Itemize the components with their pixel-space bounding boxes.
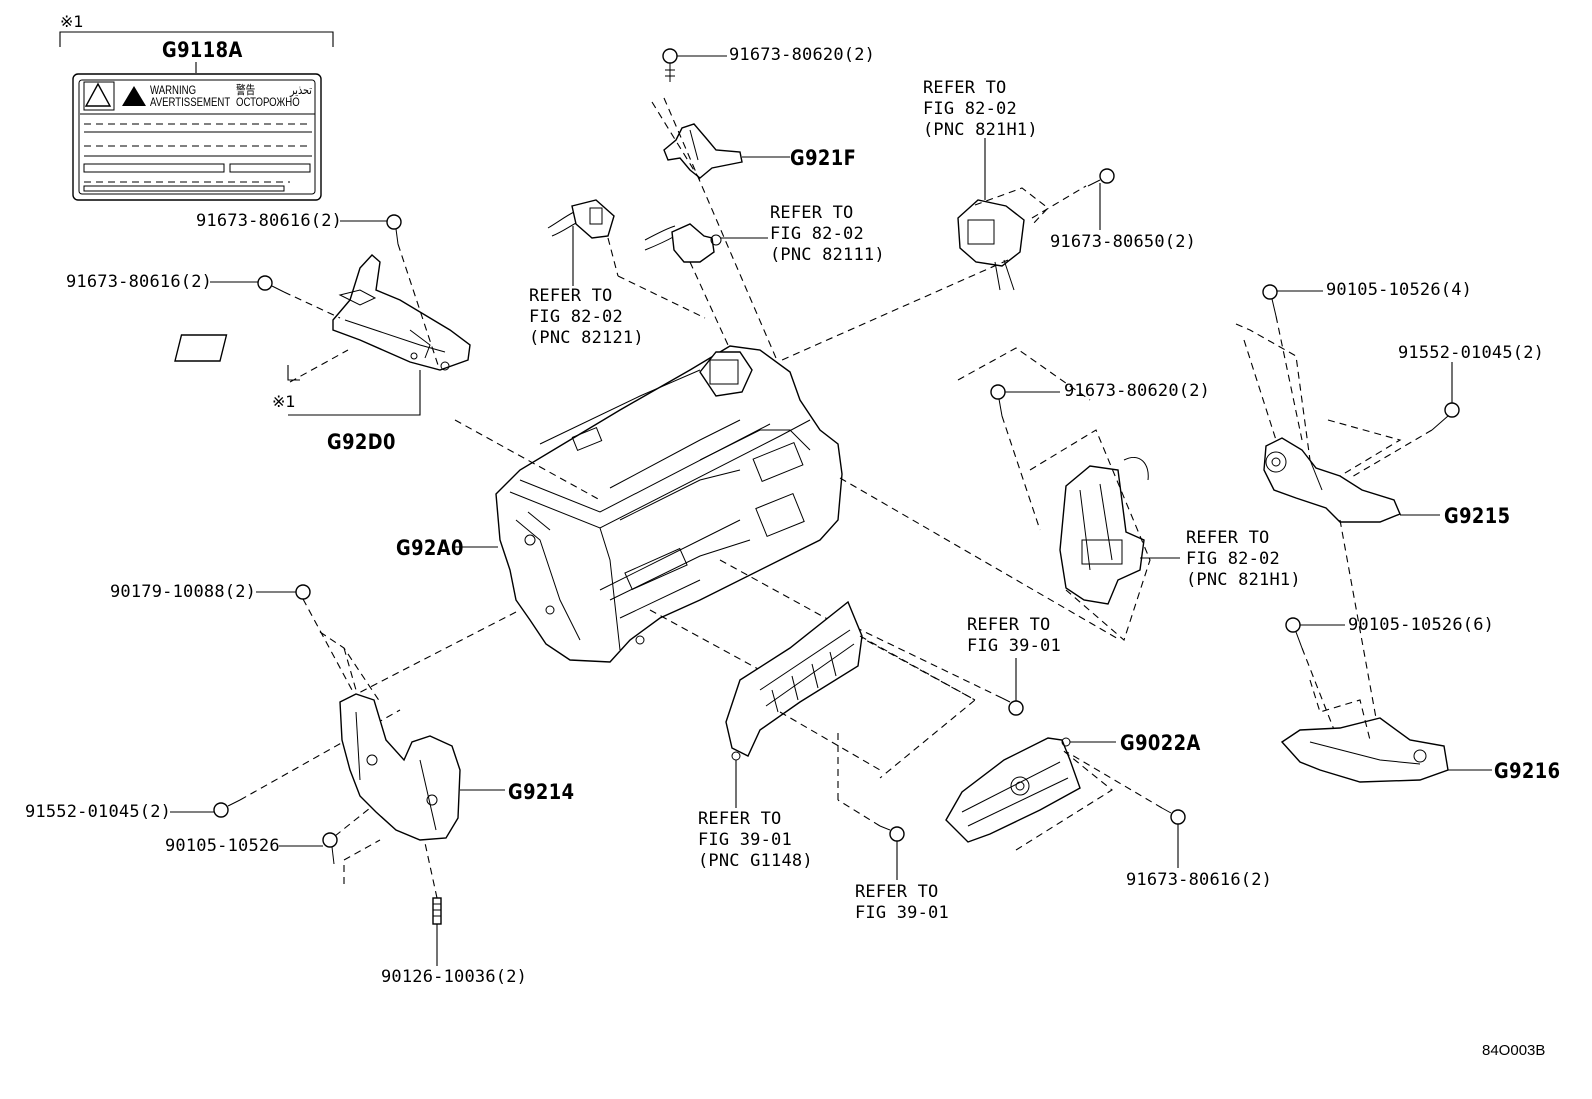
sensor-82121[interactable] xyxy=(547,199,706,319)
part-code-g9214[interactable]: G9214 xyxy=(508,780,575,804)
note-mark-g92d0: ※1 xyxy=(272,392,296,411)
bolt-90179-10088[interactable] xyxy=(256,584,353,691)
fastener-90105-10526-4[interactable]: 90105-10526(4) xyxy=(1326,280,1473,300)
fastener-90179-10088[interactable]: 90179-10088(2) xyxy=(110,582,257,602)
part-code-g92d0[interactable]: G92D0 xyxy=(327,430,396,454)
part-code-g9216[interactable]: G9216 xyxy=(1494,759,1561,783)
fastener-90126-10036[interactable]: 90126-10036(2) xyxy=(381,967,528,987)
part-code-g9215[interactable]: G9215 xyxy=(1444,504,1511,528)
refer-fig-82-02-82121[interactable]: REFER TO FIG 82-02 (PNC 82121) xyxy=(529,286,644,348)
warning-text-ja: 警告 xyxy=(236,83,256,97)
fastener-91673-80616-bottom[interactable]: 91673-80616(2) xyxy=(1126,870,1273,890)
fastener-91673-80616-b[interactable]: 91673-80616(2) xyxy=(66,272,213,292)
bolt-90105-10526-4[interactable] xyxy=(1262,284,1323,441)
bolt-91552-01045-right[interactable] xyxy=(1349,362,1460,479)
fastener-91673-80620-top[interactable]: 91673-80620(2) xyxy=(729,45,876,65)
fastener-90105-10526-left[interactable]: 90105-10526 xyxy=(165,836,280,856)
bolt-91673-80620-top[interactable] xyxy=(662,48,727,82)
diagram-id: 84O003B xyxy=(1482,1042,1546,1059)
bolt-91673-80616-b[interactable] xyxy=(210,275,349,383)
refer-fig-39-01-g1148[interactable]: REFER TO FIG 39-01 (PNC G1148) xyxy=(698,809,813,871)
warning-label-g9118a[interactable] xyxy=(59,31,334,201)
refer-fig-82-02-821h1-mid[interactable]: REFER TO FIG 82-02 (PNC 821H1) xyxy=(1186,528,1301,590)
fastener-90105-10526-6[interactable]: 90105-10526(6) xyxy=(1348,615,1495,635)
plate-g9216[interactable] xyxy=(1280,679,1492,783)
bolt-91673-80616-bottom[interactable] xyxy=(1059,747,1186,868)
stud-90126-10036[interactable] xyxy=(419,819,442,966)
note-mark-label: ※1 xyxy=(60,12,84,31)
part-code-g9022a[interactable]: G9022A xyxy=(1120,731,1201,755)
warning-text-ar: تحذير xyxy=(290,83,312,97)
refer-fig-39-01-bottom[interactable]: REFER TO FIG 39-01 xyxy=(855,882,949,923)
cover-g9022a[interactable] xyxy=(945,737,1116,851)
refer-fig-82-02-82111[interactable]: REFER TO FIG 82-02 (PNC 82111) xyxy=(770,203,885,265)
fastener-91552-01045-left[interactable]: 91552-01045(2) xyxy=(25,802,172,822)
bolt-91673-80650[interactable] xyxy=(1087,168,1115,230)
bolt-91552-01045-left[interactable] xyxy=(170,709,401,818)
warning-text-en: WARNING xyxy=(150,83,197,97)
bolt-91673-80616-a[interactable] xyxy=(340,214,439,366)
connector-821h1-mid[interactable] xyxy=(957,347,1180,641)
warning-triangle-icon xyxy=(84,82,112,107)
bolt-91673-80620-right[interactable] xyxy=(990,384,1060,531)
terminal-block-g1148[interactable] xyxy=(725,600,976,808)
bolt-fig-39-01-bottom[interactable] xyxy=(837,730,905,880)
sensor-82111[interactable] xyxy=(644,223,768,346)
fastener-91673-80616-a[interactable]: 91673-80616(2) xyxy=(196,211,343,231)
fastener-91673-80620-right[interactable]: 91673-80620(2) xyxy=(1064,381,1211,401)
refer-fig-82-02-821h1-top[interactable]: REFER TO FIG 82-02 (PNC 821H1) xyxy=(923,78,1038,140)
bracket-g9215[interactable] xyxy=(1235,323,1440,741)
part-code-g9118a[interactable]: G9118A xyxy=(162,38,243,62)
cover-g92d0[interactable] xyxy=(174,254,471,416)
refer-fig-39-01-right[interactable]: REFER TO FIG 39-01 xyxy=(967,615,1061,656)
part-code-g921f[interactable]: G921F xyxy=(790,146,857,170)
bracket-g921f[interactable] xyxy=(651,97,790,359)
inverter-assembly-g92a0[interactable] xyxy=(344,345,1121,701)
part-code-g92a0[interactable]: G92A0 xyxy=(396,536,464,560)
bolt-90105-10526-6[interactable] xyxy=(1285,617,1345,746)
warning-text-fr: AVERTISSEMENT xyxy=(150,95,231,109)
bolt-fig-39-01-right[interactable] xyxy=(835,617,1024,716)
fastener-91552-01045-right[interactable]: 91552-01045(2) xyxy=(1398,343,1545,363)
bolt-90105-10526-left[interactable] xyxy=(279,799,381,865)
bracket-g9214[interactable] xyxy=(319,631,505,884)
warning-text-ru: ОСТОРОЖНО xyxy=(236,95,300,109)
warning-triangle-icon xyxy=(122,86,146,106)
connector-821h1-top[interactable] xyxy=(781,138,1087,361)
fastener-91673-80650[interactable]: 91673-80650(2) xyxy=(1050,232,1197,252)
